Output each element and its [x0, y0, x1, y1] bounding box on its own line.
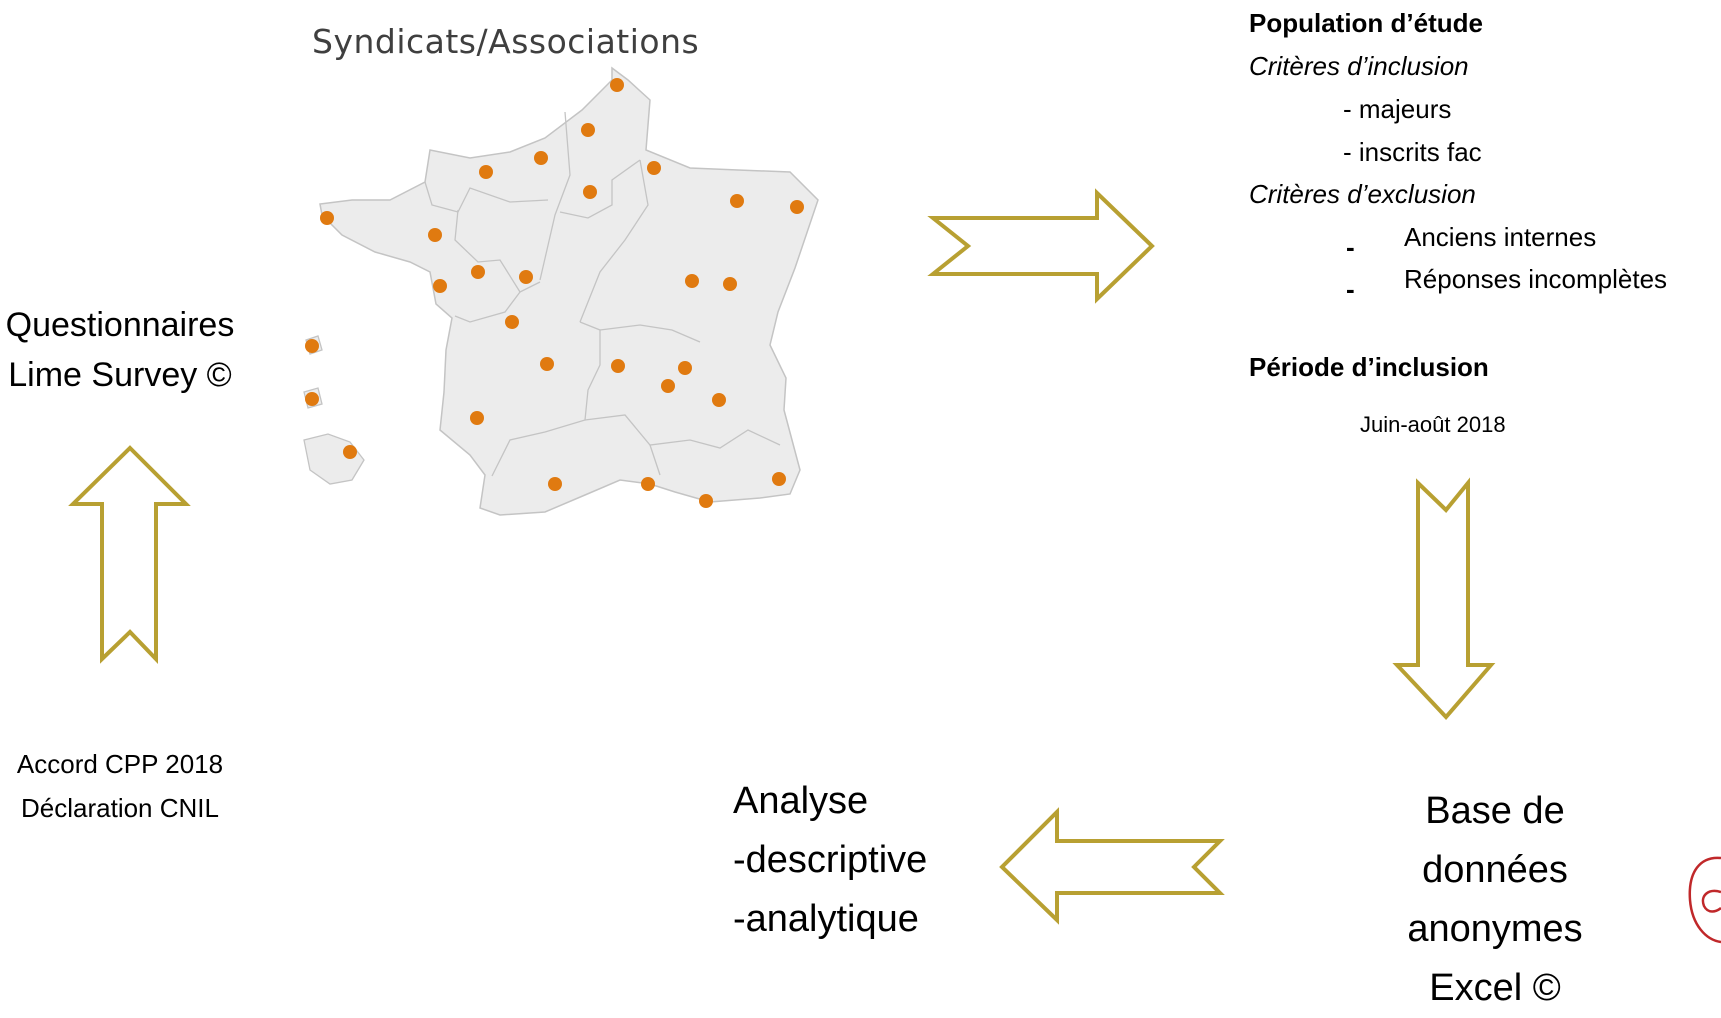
map-dot: [548, 477, 562, 491]
left-arrow: [999, 807, 1225, 925]
approvals-line-2: Déclaration CNIL: [21, 793, 219, 823]
exclusion-label: Critères d’exclusion: [1249, 179, 1476, 209]
map-dot: [723, 277, 737, 291]
exclusion-item-anciens: Anciens internes: [1404, 222, 1597, 252]
map-dot: [583, 185, 597, 199]
map-dot: [305, 392, 319, 406]
population-heading: Population d’étude: [1249, 8, 1483, 38]
map-dot: [428, 228, 442, 242]
map-dot: [343, 445, 357, 459]
questionnaires-line-2: Lime Survey ©: [8, 356, 232, 394]
map-dot: [730, 194, 744, 208]
period-value: Juin-août 2018: [1360, 412, 1506, 437]
map-dot: [433, 279, 447, 293]
map-dot: [581, 123, 595, 137]
approvals-line-1: Accord CPP 2018: [16, 749, 224, 779]
map-dot: [519, 270, 533, 284]
inclusion-item-inscrits: - inscrits fac: [1343, 137, 1482, 167]
map-dot: [712, 393, 726, 407]
overseas-territory-3: [303, 433, 365, 485]
exclusion-item-reponses: Réponses incomplètes: [1404, 264, 1668, 294]
period-heading: Période d’inclusion: [1249, 352, 1489, 382]
inclusion-label: Critères d’inclusion: [1249, 51, 1469, 81]
inclusion-item-majeurs: - majeurs: [1343, 94, 1452, 124]
map-dot: [471, 265, 485, 279]
map-dot: [305, 339, 319, 353]
signature-logo: [1688, 856, 1721, 944]
exclusion-dash-1: -: [1346, 232, 1355, 262]
map-dot: [699, 494, 713, 508]
map-dot: [685, 274, 699, 288]
france-map: [319, 66, 819, 516]
right-arrow: [927, 188, 1155, 304]
database-line-3: Excel ©: [1429, 967, 1561, 1009]
map-dot: [320, 211, 334, 225]
map-dot: [641, 477, 655, 491]
analysis-line-3: -analytique: [733, 898, 919, 940]
map-dot: [790, 200, 804, 214]
database-line-2: anonymes: [1407, 908, 1583, 950]
analysis-block: Analyse -descriptive -analytique: [733, 772, 927, 949]
down-arrow: [1392, 477, 1496, 720]
analysis-line-1: Analyse: [733, 780, 869, 822]
up-arrow: [68, 445, 191, 664]
map-dot: [470, 411, 484, 425]
map-dot: [610, 78, 624, 92]
database-line-1: Base de données: [1422, 790, 1568, 891]
map-title: Syndicats/Associations: [312, 22, 700, 61]
map-dot: [647, 161, 661, 175]
diagram-canvas: [68, 66, 1721, 944]
map-dot: [678, 361, 692, 375]
database-block: Base de données anonymes Excel ©: [1350, 782, 1640, 1018]
map-dot: [505, 315, 519, 329]
questionnaires-label: Questionnaires Lime Survey ©: [0, 300, 240, 400]
association-dots: [305, 78, 804, 508]
map-dot: [534, 151, 548, 165]
map-dot: [772, 472, 786, 486]
exclusion-dash-2: -: [1346, 274, 1355, 304]
map-dot: [479, 165, 493, 179]
map-dot: [661, 379, 675, 393]
questionnaires-line-1: Questionnaires: [5, 306, 235, 344]
map-dot: [611, 359, 625, 373]
map-dot: [540, 357, 554, 371]
region-borders: [424, 111, 781, 477]
approvals-label: Accord CPP 2018 Déclaration CNIL: [0, 742, 240, 830]
analysis-line-2: -descriptive: [733, 839, 928, 881]
